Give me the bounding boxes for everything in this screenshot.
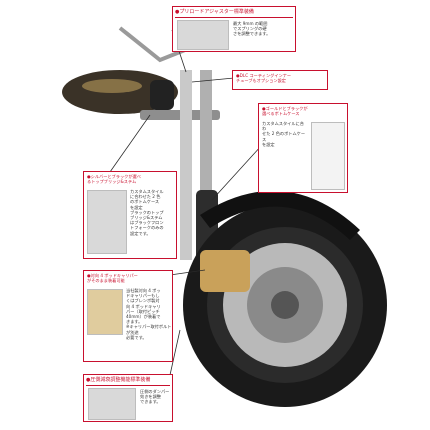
caliper-image [87,289,123,335]
leader-line [169,269,206,276]
callout-title: ●ゴールドとブラックが 選べるボトムケース [262,106,308,117]
damper-adjuster-image [88,388,136,420]
callout-dlc: ●DLC コーティングインナー チューブもオプション設定 [232,70,328,90]
callout-body: 当社製対向 4 ポッ ドキャリパーもし くはブレンボ製対 向 4 ポッドキャリ … [126,288,172,340]
leader-line [211,144,263,201]
leader-line [169,329,181,376]
callout-preload: ●プリロードアジャスター標準装備 最大 9mm の範囲 でスプリングの硬 さを調… [172,6,296,52]
callout-body: 圧側のダンパー 効きを調整 できます。 [140,389,170,405]
wheel-hub [271,291,299,319]
callout-title: ●シルバーとブラックが選べ るトップブリッジ&ステム [87,174,141,185]
front-fender [200,190,360,240]
preload-adjuster-image [177,20,229,50]
callout-title: ●プリロードアジャスター標準装備 [175,8,293,18]
top-bridge-image [87,190,127,254]
brake-caliper [200,250,250,292]
callout-caliper: ●対向 4 ポッドキャリパー がそのまま装着可能 当社製対向 4 ポッ ドキャリ… [83,270,173,362]
headlight-housing [150,80,174,110]
callout-body: カスタムスタイル に合わせた 2 色 のボトムケース を設定 ブラックのトップ … [130,189,164,236]
callout-title: ●圧側減衰調整機能標準装備 [86,376,170,386]
leader-line [191,77,235,83]
leader-line [109,114,151,173]
callout-damper: ●圧側減衰調整機能標準装備 圧側のダンパー 効きを調整 できます。 [83,374,173,422]
callout-title: ●DLC コーティングインナー チューブもオプション設定 [236,73,292,84]
callout-body: 最大 9mm の範囲 でスプリングの硬 さを調整できます。 [233,21,271,37]
callout-title: ●対向 4 ポッドキャリパー がそのまま装着可能 [87,273,138,284]
callout-body: カスタムスタイルに合わ せた 2 色のボトムケース を設定 [262,121,306,147]
callout-silver-black: ●シルバーとブラックが選べ るトップブリッジ&ステム カスタムスタイル に合わせ… [83,171,177,259]
tank-highlight [82,79,142,93]
left-fork-tube [180,70,192,260]
callout-gold-black: ●ゴールドとブラックが 選べるボトムケース カスタムスタイルに合わ せた 2 色… [258,103,348,193]
bottom-case-image [311,122,345,190]
